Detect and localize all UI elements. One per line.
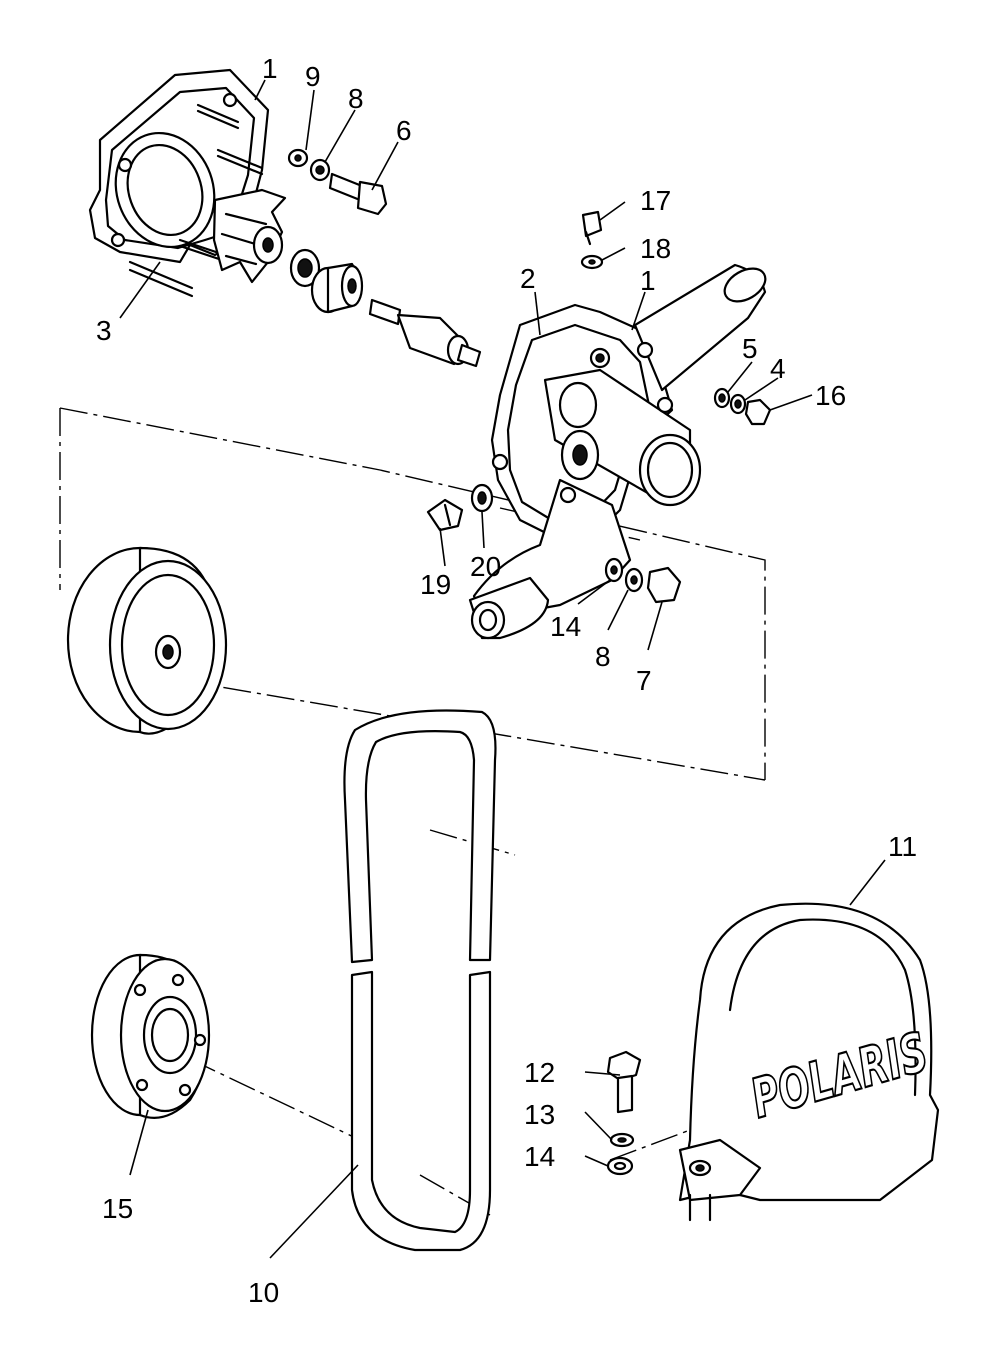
callout-8-bottom: 8 bbox=[595, 641, 611, 672]
callout-5: 5 bbox=[742, 333, 758, 364]
callout-9: 9 bbox=[305, 61, 321, 92]
callout-13: 13 bbox=[524, 1099, 555, 1130]
nut-washer-stack-right bbox=[713, 387, 772, 426]
cover-bolt-washers bbox=[606, 1050, 642, 1176]
callout-14-cover: 14 bbox=[524, 1141, 555, 1172]
callout-3: 3 bbox=[96, 315, 112, 346]
mechanical-seal bbox=[310, 262, 364, 314]
callout-7: 7 bbox=[636, 665, 652, 696]
callout-2: 2 bbox=[520, 263, 536, 294]
nut-washer-stack-bottom bbox=[604, 557, 682, 604]
callouts: 1 9 8 6 3 17 18 2 1 5 4 16 19 20 14 8 7 … bbox=[96, 53, 917, 1308]
callout-16: 16 bbox=[815, 380, 846, 411]
callout-8-top: 8 bbox=[348, 83, 364, 114]
callout-19: 19 bbox=[420, 569, 451, 600]
drive-pulley-large bbox=[66, 546, 228, 735]
callout-12: 12 bbox=[524, 1057, 555, 1088]
callout-11: 11 bbox=[888, 831, 917, 862]
callout-10: 10 bbox=[248, 1277, 279, 1308]
impeller bbox=[212, 188, 287, 284]
seal-washer bbox=[289, 248, 321, 288]
callout-15: 15 bbox=[102, 1193, 133, 1224]
callout-20: 20 bbox=[470, 551, 501, 582]
pump-shaft-bearing bbox=[368, 298, 482, 368]
fitting-washer bbox=[426, 483, 494, 532]
drive-belt bbox=[343, 709, 497, 1252]
callout-18: 18 bbox=[640, 233, 671, 264]
callout-4: 4 bbox=[770, 353, 786, 384]
callout-6: 6 bbox=[396, 115, 412, 146]
pump-housing bbox=[468, 263, 767, 640]
callout-1-cover: 1 bbox=[262, 53, 278, 84]
stud-bolts bbox=[128, 103, 264, 298]
callout-1-housing: 1 bbox=[640, 265, 656, 296]
belt-guard-cover: POLARIS bbox=[678, 902, 940, 1222]
callout-17: 17 bbox=[640, 185, 671, 216]
bolt-washer-stack-top bbox=[287, 148, 388, 216]
leader-lines bbox=[119, 79, 886, 1259]
bolt-washer-top-housing bbox=[580, 210, 604, 270]
driven-pulley-small bbox=[90, 953, 211, 1119]
callout-14-housing: 14 bbox=[550, 611, 581, 642]
